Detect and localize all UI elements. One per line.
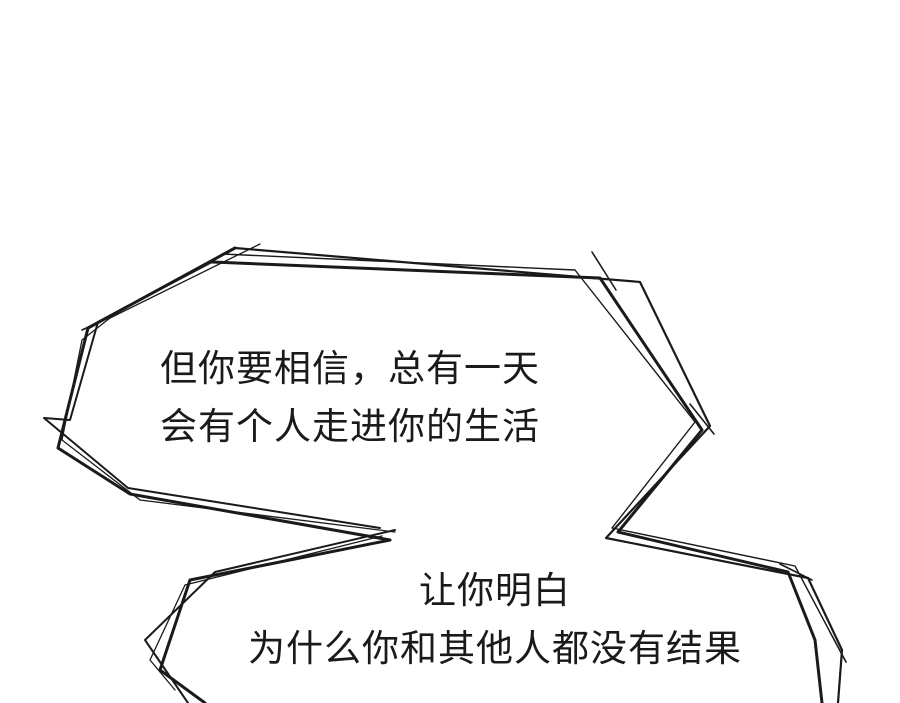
- caption-line: 会有个人走进你的生活: [160, 405, 540, 448]
- bubble-stroke-lower-2: [144, 529, 396, 703]
- bubble-stroke-lower-1: [158, 538, 392, 703]
- speech-bubble-text-upper: 但你要相信，总有一天 会有个人走进你的生活: [130, 340, 570, 456]
- bubble-stroke-tick-1: [591, 251, 617, 291]
- bubble-stroke-left-2: [43, 261, 381, 529]
- bubble-stroke-tick-3: [81, 317, 109, 331]
- bubble-stroke-tick-4: [779, 563, 813, 581]
- bubble-stroke-tick-2: [689, 403, 715, 435]
- bubble-stroke-tick-5: [829, 631, 847, 663]
- speech-bubble-text-lower: 让你明白 为什么你和其他人都没有结果: [220, 562, 770, 678]
- caption-line: 但你要相信，总有一天: [160, 347, 540, 390]
- caption-line: 为什么你和其他人都没有结果: [248, 627, 742, 670]
- bubble-stroke-upper-main-3: [221, 253, 831, 633]
- bubble-stroke-upper-main-2: [233, 246, 844, 703]
- bubble-stroke-left-3: [61, 243, 396, 533]
- bubble-stroke-lower-3: [149, 535, 383, 691]
- caption-line: 让你明白: [419, 569, 571, 612]
